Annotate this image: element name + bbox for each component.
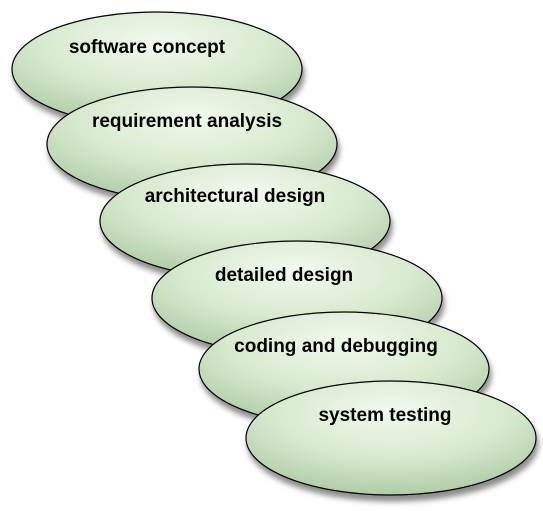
stage-label: architectural design [145,186,326,207]
stage-label: system testing [318,405,451,426]
stage-oval [245,380,537,496]
stage-label: detailed design [215,265,353,286]
stage-system-testing: system testing [245,380,537,496]
stage-label: requirement analysis [92,111,282,132]
stage-label: software concept [69,37,226,58]
stage-label: coding and debugging [234,336,438,357]
